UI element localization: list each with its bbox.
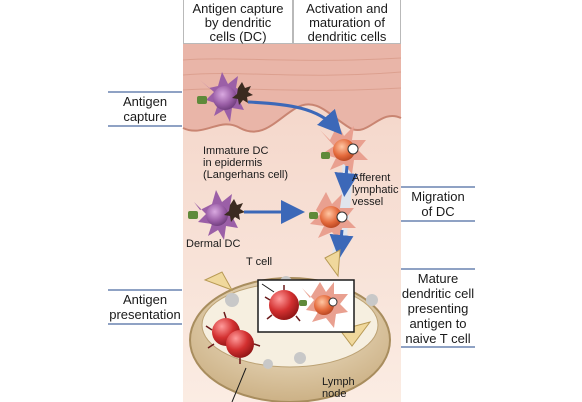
header-antigen-capture: Antigen capture by dendritic cells (DC)	[183, 0, 293, 44]
header-col2-line1: Activation and	[306, 1, 388, 16]
annotation-lymph-line2: node	[322, 388, 347, 400]
header-activation-maturation: Activation and maturation of dendritic c…	[293, 0, 401, 44]
pointer-node-bottom	[231, 367, 247, 402]
header-col1-line1: Antigen capture	[192, 1, 284, 16]
annotation-dermal-dc: Dermal DC	[186, 238, 241, 250]
label-capture-line1: Antigen	[122, 94, 168, 109]
annotation-t-cell: T cell	[246, 256, 273, 268]
annotation-lymph-node: Lymph node	[322, 376, 355, 400]
annotation-immature-line2: in epidermis	[203, 157, 263, 169]
header-col2-line2: maturation of	[309, 15, 385, 30]
label-antigen-presentation: Antigen presentation	[108, 289, 182, 325]
label-mature-dc-presenting: Mature dendritic cell presenting antigen…	[401, 268, 475, 348]
label-migration-of-dc: Migration of DC	[401, 186, 475, 222]
label-migration-line1: Migration	[411, 189, 465, 204]
annotation-immature-dc: Immature DC in epidermis (Langerhans cel…	[203, 145, 288, 181]
dermal-dc	[188, 190, 245, 240]
label-mature-line4: antigen to	[409, 315, 467, 331]
maturing-dc-lower	[306, 192, 356, 242]
t-cell-cluster	[205, 311, 261, 364]
immature-dc-epidermis	[197, 72, 253, 122]
pointer-t-cell	[261, 283, 275, 293]
annotation-immature-line1: Immature DC	[203, 145, 269, 157]
epidermis-layer	[183, 44, 401, 132]
annotation-lymph-line1: Lymph	[322, 376, 355, 388]
inset-mature-dc	[299, 282, 348, 328]
annotation-immature-line3: (Langerhans cell)	[203, 169, 288, 181]
annotation-afferent-line2: lymphatic	[352, 184, 399, 196]
arrow-capture-to-maturation	[247, 100, 343, 135]
label-presentation-line1: Antigen	[122, 292, 168, 307]
annotation-afferent-line3: vessel	[352, 196, 384, 208]
label-mature-line2: dendritic cell	[401, 285, 475, 301]
label-antigen-capture: Antigen capture	[108, 91, 182, 127]
maturing-dc-upper	[320, 124, 368, 174]
label-mature-line3: presenting	[407, 300, 469, 316]
label-mature-line5: naive T cell	[405, 330, 471, 346]
label-presentation-line2: presentation	[109, 307, 181, 322]
label-capture-line2: capture	[123, 109, 167, 124]
header-col1-line3: cells (DC)	[209, 29, 267, 44]
header-col1-line2: by dendritic	[204, 15, 272, 30]
inset-t-cell	[264, 285, 301, 322]
arrow-vessel-down-2	[329, 229, 354, 259]
annotation-afferent-vessel: Afferent lymphatic vessel	[352, 172, 398, 208]
header-col2-line3: dendritic cells	[307, 29, 387, 44]
label-migration-line2: of DC	[421, 204, 455, 219]
label-mature-line1: Mature	[417, 270, 459, 286]
arrow-vessel-down-1	[334, 165, 359, 197]
annotation-afferent-line1: Afferent	[352, 172, 391, 184]
